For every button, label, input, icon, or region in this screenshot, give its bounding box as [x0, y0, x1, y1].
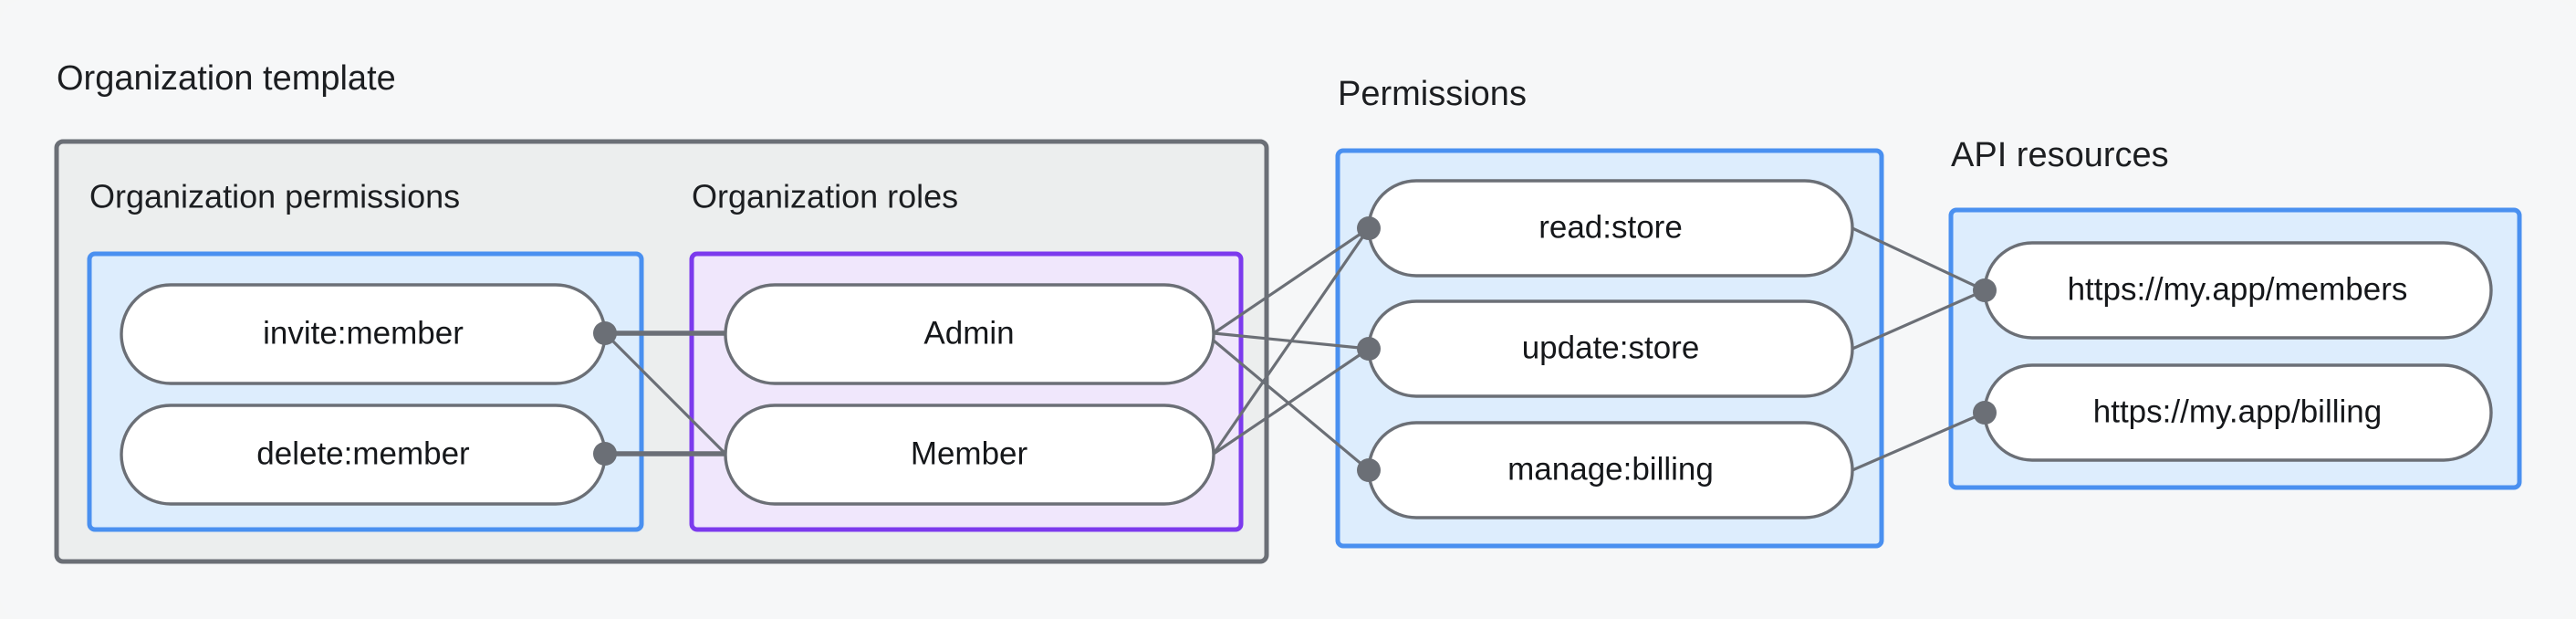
organization-roles-title: Organization roles	[692, 178, 958, 215]
connector-dot-manage-billing	[1357, 458, 1381, 482]
organization-permissions-title: Organization permissions	[89, 178, 460, 215]
connection-dot-layer	[593, 216, 1997, 482]
connector-dot-billing-endpoint	[1973, 401, 1997, 425]
node-member-shape[interactable]	[724, 404, 1215, 506]
node-delete-member-label: delete:member	[256, 435, 470, 471]
node-admin-label: Admin	[923, 315, 1014, 351]
edge-admin-to-manage-billing	[1212, 339, 1371, 472]
node-update-store-label: update:store	[1522, 330, 1700, 365]
node-billing-endpoint-label: https://my.app/billing	[2093, 393, 2382, 429]
node-members-endpoint-label: https://my.app/members	[2068, 271, 2408, 307]
connector-dot-members-endpoint	[1973, 278, 1997, 302]
edge-update-store-to-members	[1851, 289, 1986, 351]
edge-manage-billing-to-billing	[1851, 411, 1986, 472]
edge-read-store-to-members	[1851, 226, 1986, 292]
connector-dot-read-store	[1357, 216, 1381, 240]
node-invite-member-label: invite:member	[263, 315, 464, 351]
node-billing-endpoint[interactable]: https://my.app/billing	[1983, 363, 2493, 462]
connector-dot-delete-member	[593, 442, 617, 466]
node-update-store[interactable]: update:store	[1367, 299, 1854, 398]
node-invite-member[interactable]: invite:member	[120, 283, 607, 385]
node-member[interactable]: Member	[724, 404, 1215, 506]
api-resources-title: API resources	[1951, 136, 2169, 174]
connector-dot-invite-member	[593, 321, 617, 345]
permissions-title: Permissions	[1338, 75, 1527, 113]
organization-template-title: Organization template	[57, 59, 396, 98]
node-members-endpoint[interactable]: https://my.app/members	[1983, 241, 2493, 340]
node-admin-shape[interactable]	[724, 283, 1215, 385]
node-read-store[interactable]: read:store	[1367, 179, 1854, 278]
edge-member-to-read-store	[1212, 227, 1371, 455]
edge-member-to-update-store	[1213, 347, 1370, 456]
edge-invite-member-to-member	[603, 331, 727, 456]
node-manage-billing[interactable]: manage:billing	[1367, 421, 1854, 519]
edge-admin-to-read-store	[1213, 226, 1370, 335]
edge-layer	[603, 226, 1986, 472]
node-read-store-label: read:store	[1538, 209, 1683, 245]
node-member-label: Member	[911, 435, 1028, 471]
node-delete-member[interactable]: delete:member	[120, 404, 607, 506]
connector-dot-update-store	[1357, 337, 1381, 361]
node-admin[interactable]: Admin	[724, 283, 1215, 385]
node-manage-billing-label: manage:billing	[1507, 451, 1714, 487]
